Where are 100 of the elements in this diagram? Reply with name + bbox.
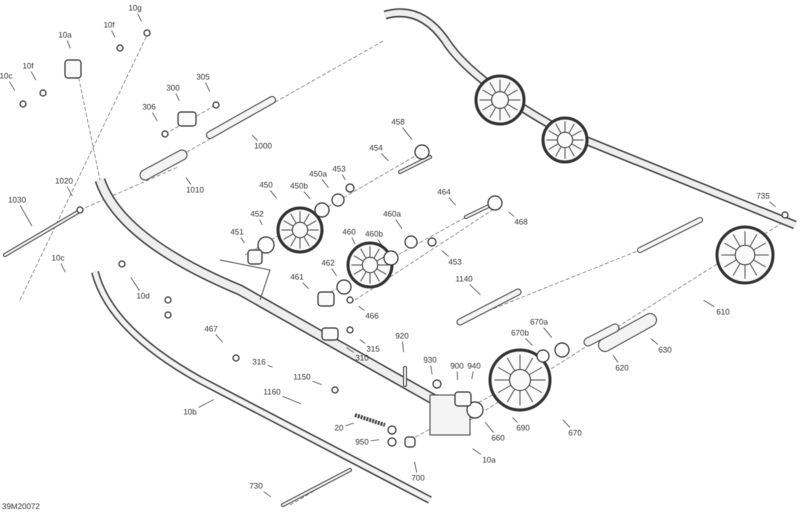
- leader-line: [240, 237, 245, 244]
- leader-line: [137, 13, 142, 22]
- callout-number: 468: [513, 218, 529, 226]
- leader-line: [252, 134, 258, 141]
- callout-number: 454: [368, 144, 384, 152]
- callout-number: 453: [331, 164, 347, 174]
- leader-line: [402, 127, 412, 140]
- callout-number: 950: [354, 438, 370, 446]
- callout-number: 466: [364, 312, 380, 320]
- callout-number: 670a: [529, 318, 549, 326]
- callout-number: 451: [229, 228, 245, 236]
- callout-number: 920: [394, 332, 410, 340]
- callout-number: 10c: [50, 254, 66, 262]
- leader-line: [402, 341, 404, 352]
- leader-line: [448, 197, 456, 206]
- callout-number: 10f: [102, 20, 116, 30]
- leader-line: [703, 300, 715, 308]
- callout-number: 620: [614, 364, 630, 372]
- callout-number: 10g: [127, 4, 143, 12]
- leader-line: [650, 338, 658, 345]
- callout-number: 305: [195, 72, 211, 82]
- callout-number: 1160: [262, 388, 282, 396]
- leader-line: [111, 30, 116, 38]
- leader-line: [312, 380, 322, 386]
- leader-line: [525, 338, 533, 346]
- callout-number: 10f: [21, 62, 35, 70]
- leader-line: [469, 284, 481, 296]
- callout-number: 1030: [7, 196, 27, 204]
- callout-number: 450a: [308, 170, 328, 178]
- leader-line: [342, 174, 346, 180]
- leader-line: [198, 399, 214, 408]
- leader-line: [130, 277, 140, 291]
- callout-number: 10a: [57, 30, 73, 40]
- leader-line: [8, 81, 16, 91]
- callout-number: 310: [354, 354, 370, 362]
- leader-line: [508, 212, 515, 217]
- callout-number: 462: [320, 258, 336, 268]
- leader-line: [456, 371, 458, 380]
- leader-line: [66, 186, 73, 196]
- callout-number: 1150: [292, 372, 312, 382]
- leader-line: [175, 93, 180, 102]
- leader-line: [303, 191, 311, 200]
- leader-line: [205, 82, 210, 92]
- callout-number: 450: [258, 180, 274, 190]
- leader-line: [562, 419, 570, 428]
- leader-line: [351, 237, 356, 244]
- leader-line: [215, 334, 224, 343]
- callout-number: 10d: [135, 292, 151, 300]
- leader-line: [259, 219, 263, 226]
- callout-number: 735: [755, 192, 771, 200]
- callout-number: 10b: [182, 408, 198, 416]
- callout-number: 10c: [0, 72, 14, 80]
- callout-number: 900: [449, 362, 465, 370]
- leader-line: [358, 306, 365, 311]
- callout-number: 1010: [185, 186, 205, 194]
- leader-line: [345, 422, 354, 426]
- leader-line: [484, 422, 494, 433]
- callout-number: 660: [490, 434, 506, 442]
- callout-number: 630: [657, 346, 673, 354]
- callout-number: 450b: [289, 182, 309, 190]
- leader-line: [331, 268, 337, 276]
- leader-line: [543, 327, 552, 338]
- callout-number: 1020: [54, 176, 74, 186]
- callout-number: 452: [249, 210, 265, 218]
- leader-line: [60, 263, 66, 272]
- leader-line: [270, 190, 277, 199]
- callout-number: 458: [390, 118, 406, 126]
- leader-line: [442, 250, 450, 257]
- leader-line: [512, 417, 518, 423]
- callout-number: 20: [334, 424, 344, 432]
- callout-number: 690: [515, 424, 531, 432]
- callout-number: 460: [341, 228, 357, 236]
- leader-line: [395, 219, 402, 230]
- leader-line: [612, 354, 618, 363]
- callout-number: 316: [251, 358, 267, 366]
- callout-number: 460b: [364, 230, 384, 238]
- leader-line: [30, 71, 36, 80]
- callout-number: 461: [289, 272, 305, 282]
- leader-line: [322, 179, 329, 188]
- leader-line: [471, 371, 474, 380]
- leader-line: [263, 491, 272, 498]
- callout-number: 453: [447, 258, 463, 266]
- leader-line: [769, 201, 776, 208]
- callout-number: 940: [466, 362, 482, 370]
- callout-number: 467: [203, 324, 219, 334]
- leader-line: [360, 339, 366, 344]
- callout-number: 464: [436, 188, 452, 196]
- callout-number: 610: [715, 308, 731, 316]
- drawing-number: 39M20072: [1, 502, 41, 511]
- callout-number: 930: [422, 356, 438, 364]
- leader-line: [302, 282, 310, 290]
- leader-line: [346, 347, 354, 353]
- leader-line: [430, 365, 432, 375]
- leader-line: [472, 448, 482, 455]
- callout-number: 315: [365, 344, 381, 354]
- callout-number: 10a: [481, 456, 497, 464]
- leader-line: [267, 364, 273, 368]
- callout-number: 670: [567, 428, 583, 438]
- callout-number: 306: [141, 102, 157, 112]
- leader-line: [66, 40, 71, 49]
